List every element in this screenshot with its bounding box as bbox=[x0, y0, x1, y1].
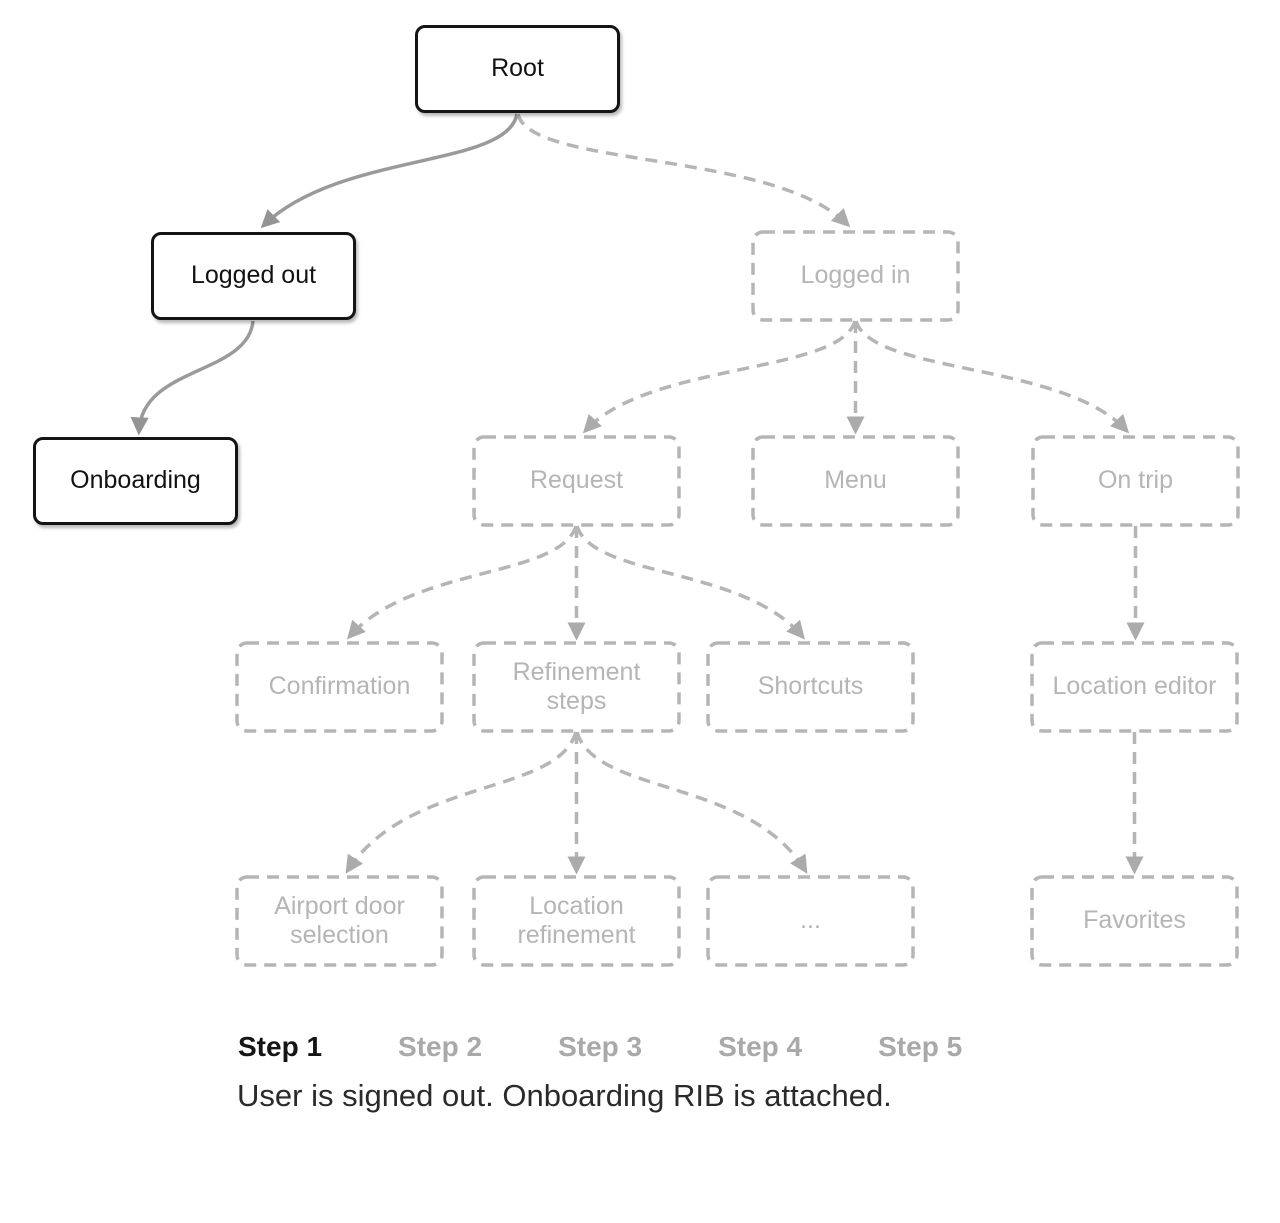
step-tabs: Step 1 Step 2 Step 3 Step 4 Step 5 bbox=[238, 1031, 962, 1063]
node-location-refinement: Location refinement bbox=[517, 891, 636, 950]
edge-logged-out-onboarding bbox=[130, 320, 255, 436]
node-root: Root bbox=[415, 25, 620, 113]
step-caption: User is signed out. Onboarding RIB is at… bbox=[237, 1078, 892, 1113]
step-tab-2[interactable]: Step 2 bbox=[398, 1031, 483, 1062]
node-box-logged-in bbox=[751, 230, 960, 322]
edge-logged-in-on-trip bbox=[854, 320, 1130, 434]
edge-root-logged-in bbox=[516, 113, 851, 228]
node-on-trip: On trip bbox=[1097, 466, 1174, 495]
node-box-ellipsis bbox=[706, 875, 915, 967]
node-confirmation: Confirmation bbox=[268, 672, 411, 701]
node-box-shortcuts bbox=[706, 641, 915, 733]
edge-request-confirmation bbox=[346, 525, 578, 640]
step-tab-1[interactable]: Step 1 bbox=[238, 1031, 323, 1062]
node-logged-out: Logged out bbox=[151, 232, 356, 320]
edge-root-logged-out bbox=[260, 113, 519, 229]
node-box-location-editor bbox=[1030, 641, 1239, 733]
edge-refinement-ellipsis bbox=[575, 731, 808, 874]
node-box-menu bbox=[751, 435, 960, 527]
node-box-request bbox=[472, 435, 681, 527]
node-refinement-steps: Refinement steps bbox=[512, 657, 641, 716]
node-logged-in: Logged in bbox=[800, 261, 911, 290]
node-menu: Menu bbox=[824, 466, 887, 495]
node-box-airport-door-selection bbox=[235, 875, 444, 967]
node-airport-door-selection: Airport door selection bbox=[274, 891, 405, 950]
node-ellipsis: ... bbox=[800, 906, 821, 935]
node-box-refinement-steps bbox=[472, 641, 681, 733]
node-favorites: Favorites bbox=[1083, 906, 1186, 935]
step-tab-5[interactable]: Step 5 bbox=[878, 1031, 963, 1062]
node-box-location-refinement bbox=[472, 875, 681, 967]
step-tab-4[interactable]: Step 4 bbox=[718, 1031, 803, 1062]
node-request: Request bbox=[529, 466, 624, 495]
node-box-favorites bbox=[1030, 875, 1239, 967]
edge-logged-in-request bbox=[582, 320, 857, 434]
node-onboarding: Onboarding bbox=[33, 437, 238, 525]
edge-refinement-airport-door bbox=[345, 731, 578, 874]
edge-request-shortcuts bbox=[575, 525, 805, 640]
step-tab-3[interactable]: Step 3 bbox=[558, 1031, 643, 1062]
node-shortcuts: Shortcuts bbox=[757, 672, 864, 701]
node-box-confirmation bbox=[235, 641, 444, 733]
node-box-on-trip bbox=[1031, 435, 1240, 527]
node-location-editor: Location editor bbox=[1052, 672, 1217, 701]
